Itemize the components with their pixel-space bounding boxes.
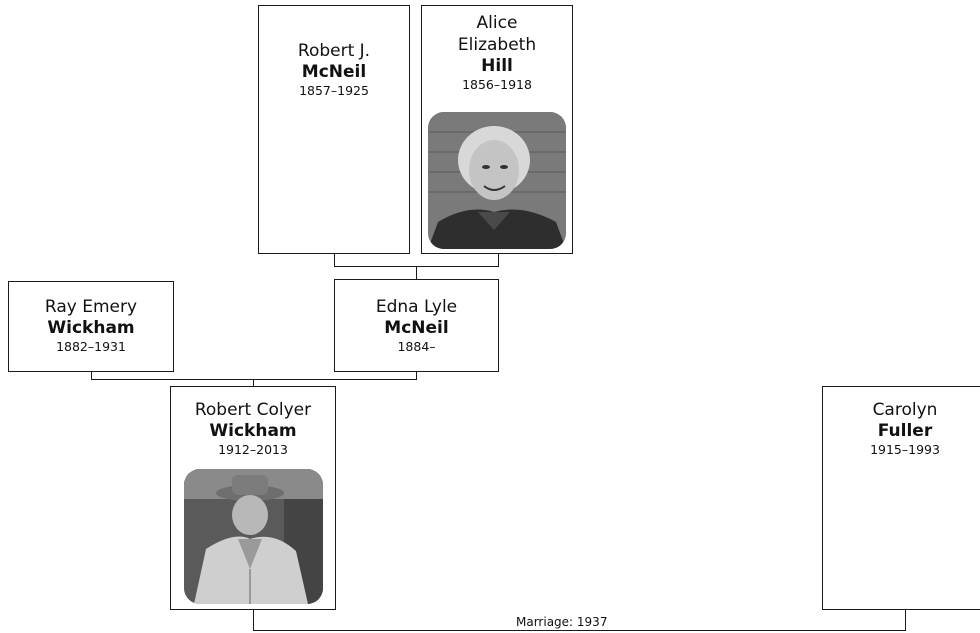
life-years: 1856–1918 <box>462 77 532 92</box>
person-card-edna-lyle-mcneil[interactable]: Edna Lyle McNeil 1884– <box>334 279 499 372</box>
life-years: 1912–2013 <box>218 442 288 457</box>
given-name: Robert Colyer <box>194 400 312 420</box>
marriage-line-left <box>253 609 254 630</box>
person-card-robert-j-mcneil[interactable]: Robert J. McNeil 1857–1925 <box>258 5 410 254</box>
given-name: Carolyn <box>872 400 938 420</box>
surname: Wickham <box>47 318 135 338</box>
person-card-alice-elizabeth-hill[interactable]: Alice Elizabeth Hill 1856–1918 <box>421 5 573 254</box>
connector-wickham-mcneil-drop-left <box>91 371 92 380</box>
surname: Wickham <box>209 421 297 441</box>
given-name: Ray Emery <box>44 297 138 317</box>
portrait-photo <box>184 469 323 604</box>
connector-mcneil-hill-drop-left <box>334 253 335 266</box>
marriage-line-right <box>905 609 906 630</box>
given-name: Robert J. <box>297 41 371 61</box>
person-card-carolyn-fuller[interactable]: Carolyn Fuller 1915–1993 <box>822 386 980 610</box>
marriage-label: Marriage: 1937 <box>514 615 610 629</box>
life-years: 1882–1931 <box>56 339 126 354</box>
connector-mcneil-hill-drop-right <box>498 253 499 266</box>
person-card-robert-colyer-wickham[interactable]: Robert Colyer Wickham 1912–2013 <box>170 386 336 610</box>
life-years: 1857–1925 <box>299 83 369 98</box>
connector-to-edna <box>416 266 417 280</box>
given-name: Alice Elizabeth <box>457 13 537 55</box>
person-card-ray-emery-wickham[interactable]: Ray Emery Wickham 1882–1931 <box>8 281 174 372</box>
life-years: 1915–1993 <box>870 442 940 457</box>
connector-wickham-mcneil-bar <box>91 379 417 380</box>
connector-wickham-mcneil-drop-right <box>416 371 417 380</box>
marriage-line-bar <box>253 630 906 631</box>
given-name: Edna Lyle <box>375 297 458 317</box>
connector-to-robert-colyer <box>253 379 254 387</box>
portrait-photo <box>428 112 566 249</box>
surname: Fuller <box>877 421 933 441</box>
surname: McNeil <box>384 318 449 338</box>
surname: Hill <box>481 56 513 76</box>
surname: McNeil <box>301 62 367 82</box>
life-years: 1884– <box>397 339 436 354</box>
